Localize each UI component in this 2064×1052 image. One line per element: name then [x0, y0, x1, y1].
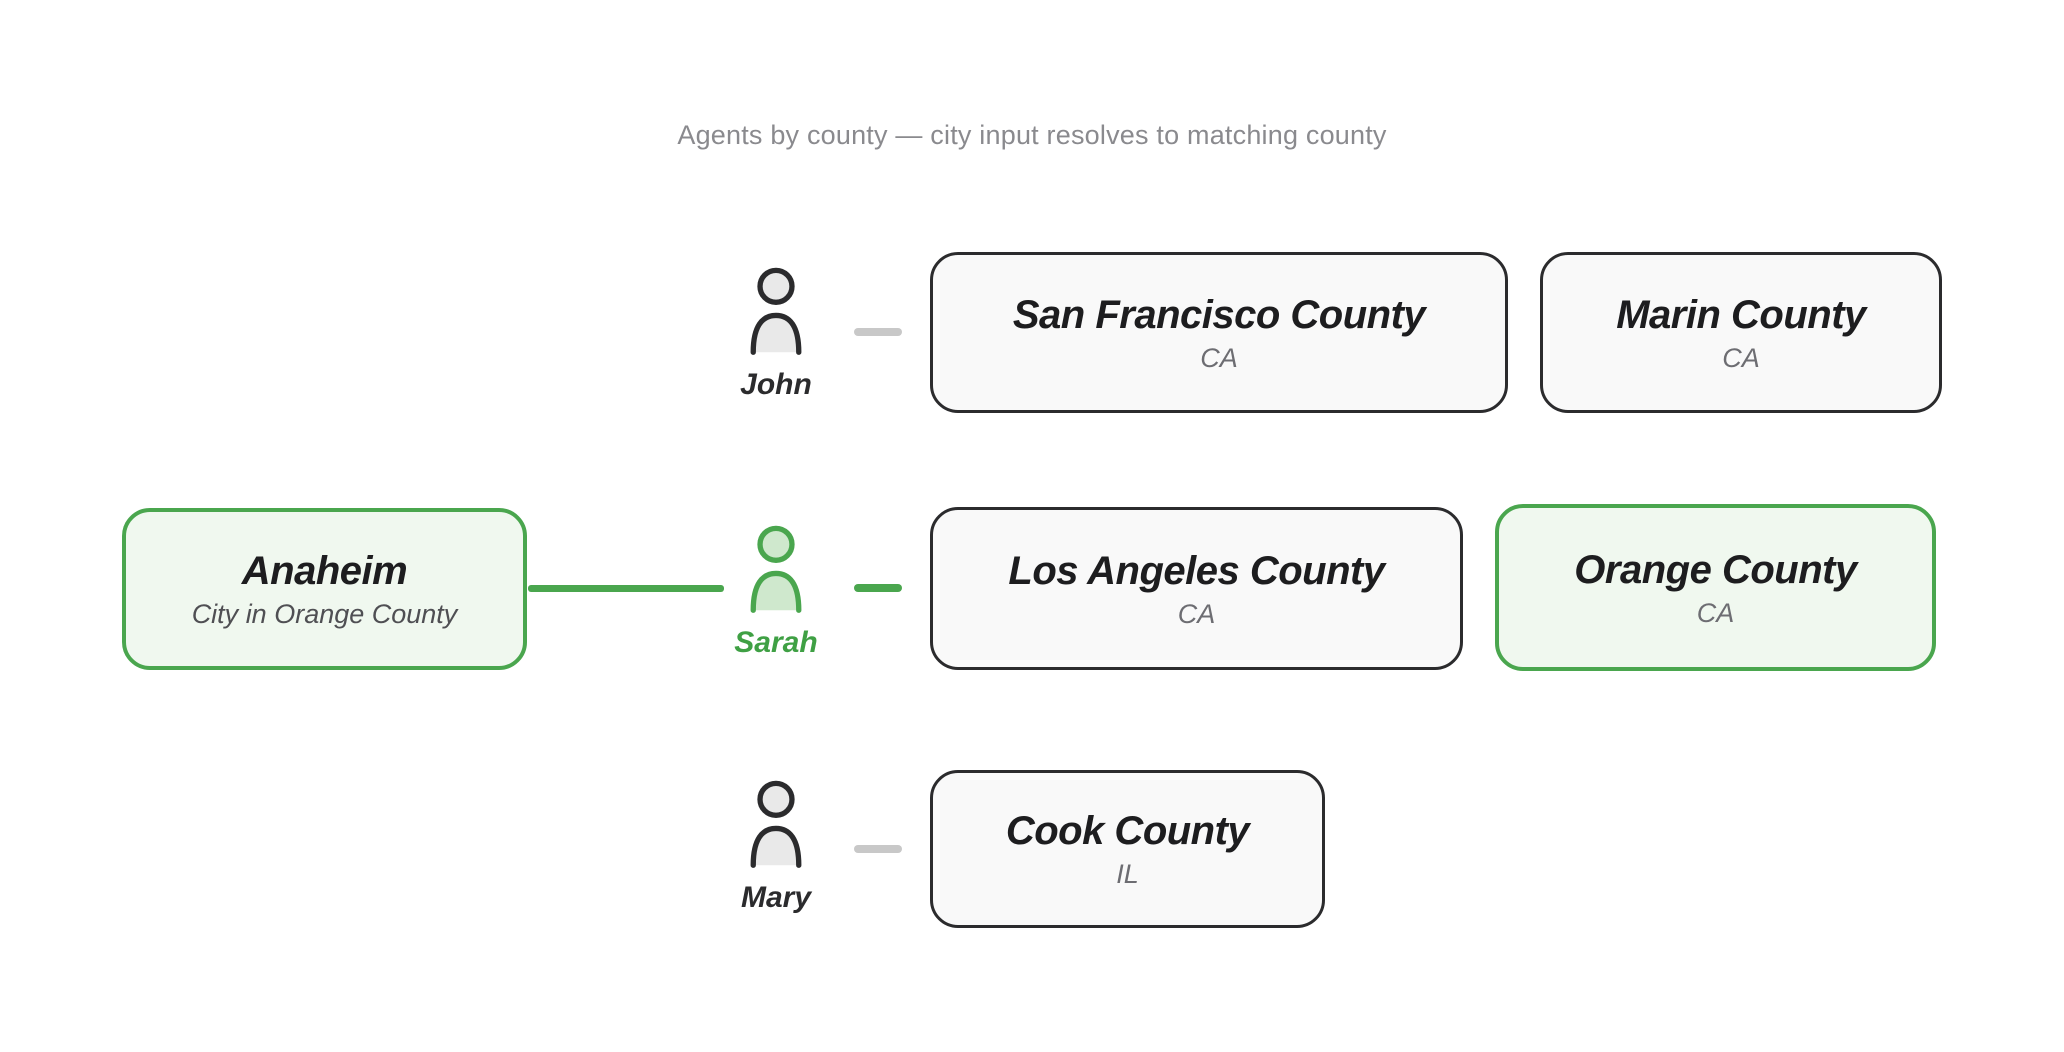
agent-sarah: Sarah	[714, 524, 838, 660]
agent-john: John	[714, 266, 838, 402]
agent-name: Sarah	[734, 626, 818, 659]
county-name: San Francisco County	[1012, 292, 1426, 337]
county-name: Marin County	[1616, 292, 1866, 337]
connector-sarah-to-counties	[854, 584, 902, 592]
county-state: CA	[1177, 598, 1216, 629]
connector-john-to-counties	[854, 328, 902, 336]
agent-mary: Mary	[714, 779, 838, 915]
agent-name: John	[740, 368, 812, 401]
county-node-cook: Cook County IL	[930, 770, 1325, 928]
connector-mary-to-counties	[854, 845, 902, 853]
county-state: CA	[1696, 597, 1735, 628]
county-name: Los Angeles County	[1008, 548, 1385, 593]
county-name: Cook County	[1005, 809, 1250, 853]
person-icon	[750, 780, 802, 868]
county-state: IL	[1116, 859, 1139, 889]
county-node-san-francisco: San Francisco County CA	[930, 252, 1508, 413]
diagram-title: Agents by county — city input resolves t…	[677, 120, 1387, 150]
connector-anaheim-to-sarah	[528, 585, 724, 592]
person-icon	[750, 267, 802, 355]
city-name: Anaheim	[241, 549, 408, 593]
county-state: CA	[1722, 342, 1760, 373]
county-node-marin: Marin County CA	[1540, 252, 1942, 413]
agent-name: Mary	[740, 881, 812, 914]
county-name: Orange County	[1574, 547, 1857, 592]
city-node-anaheim: Anaheim City in Orange County	[122, 508, 527, 670]
county-state: CA	[1200, 342, 1238, 373]
city-subtitle: City in Orange County	[191, 599, 458, 629]
county-node-los-angeles: Los Angeles County CA	[930, 507, 1463, 670]
person-icon	[750, 525, 802, 613]
county-node-orange: Orange County CA	[1495, 504, 1936, 671]
